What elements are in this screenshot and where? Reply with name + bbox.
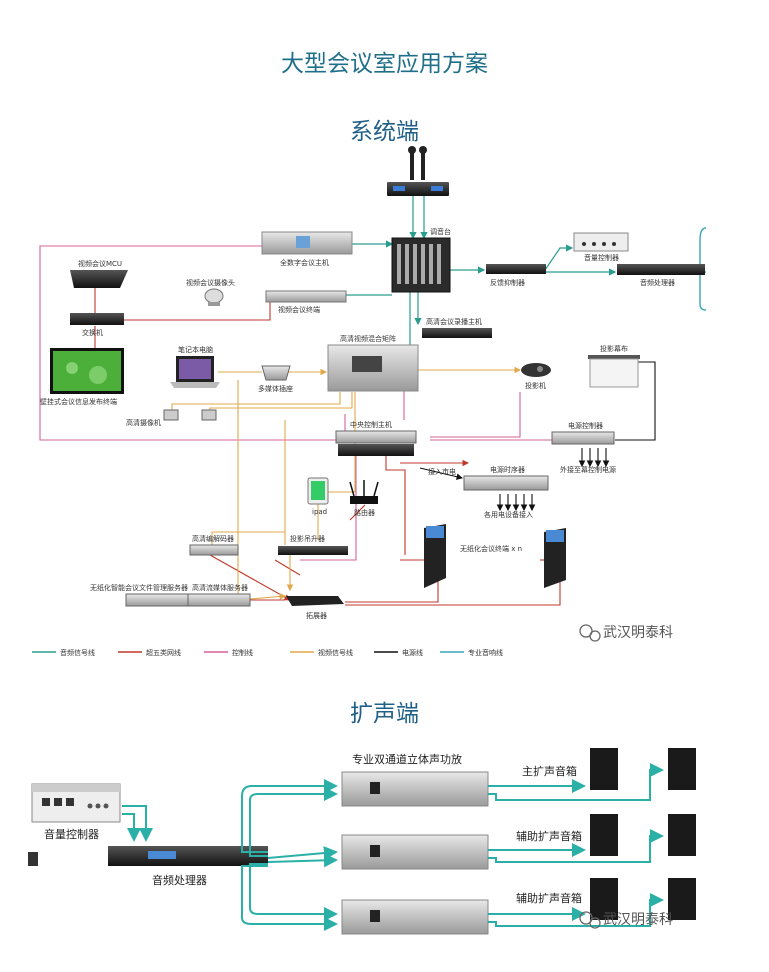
mixer-console	[391, 237, 451, 293]
hd-camera	[163, 409, 217, 421]
speaker	[590, 748, 696, 920]
legend-label: 视频信号线	[318, 648, 353, 657]
conference-camera	[204, 288, 224, 306]
label-digital-host: 全数字会议主机	[280, 258, 329, 267]
paperless-terminal	[424, 524, 566, 588]
label-stream-server: 高清流媒体服务器	[192, 583, 248, 592]
system-section-title: 系统端	[350, 119, 419, 145]
pa-label-audio-proc: 音频处理器	[152, 873, 207, 887]
label-feedback: 反馈抑制器	[490, 278, 525, 287]
ipad	[307, 477, 329, 505]
hd-codec	[189, 544, 239, 556]
audio-processor-sys	[617, 264, 705, 275]
label-central-ctrl: 中央控制主机	[350, 420, 392, 429]
label-mains: 接入市电	[428, 467, 456, 476]
router	[349, 480, 379, 504]
legend-label: 超五类网线	[146, 648, 181, 657]
label-video-terminal: 视频会议终端	[278, 305, 320, 314]
svg-text:武汉明泰科: 武汉明泰科	[603, 912, 673, 928]
pa-section-title: 扩声端	[350, 701, 419, 727]
pa-volume-controller	[28, 783, 121, 866]
volume-controller-sys	[573, 232, 629, 252]
feedback-suppressor	[486, 264, 546, 274]
watermark-pa: 武汉明泰科	[579, 911, 673, 929]
file-server	[125, 593, 189, 607]
label-splitter: 拓展器	[306, 611, 327, 620]
main-title: 大型会议室应用方案	[281, 51, 488, 77]
label-mcu: 视频会议MCU	[78, 259, 122, 268]
label-multimedia: 多媒体插座	[258, 384, 293, 393]
projection-screen	[588, 355, 640, 388]
label-switch: 交换机	[82, 328, 103, 337]
projector	[521, 363, 551, 377]
label-file-server: 无纸化智能会议文件管理服务器	[90, 583, 188, 592]
legend-label: 电源线	[402, 648, 423, 657]
label-matrix: 高清视频混合矩阵	[340, 334, 396, 343]
label-wall-display: 壁挂式会议信息发布终端	[40, 397, 117, 406]
amplifier	[341, 771, 489, 935]
stream-server	[187, 593, 251, 607]
legend-label: 专业音响线	[468, 648, 503, 657]
conference-recorder	[422, 328, 492, 338]
label-conf-camera: 视频会议摄像头	[186, 278, 235, 287]
label-ipad: ipad	[312, 508, 327, 516]
label-decoder: 高清编解码器	[192, 534, 234, 543]
pa-label-aux-spk2: 辅助扩声音箱	[516, 891, 582, 905]
network-switch	[70, 313, 124, 325]
central-control-host	[335, 430, 417, 456]
pa-audio-processor	[108, 846, 268, 866]
wireless-mic-receiver	[387, 146, 449, 196]
label-sequencer: 电源时序器	[490, 465, 525, 474]
legend-label: 音频信号线	[60, 648, 95, 657]
label-power-ctrl: 电源控制器	[568, 421, 603, 430]
label-devices: 各用电设备接入	[484, 510, 533, 519]
label-audio-proc: 音频处理器	[640, 278, 675, 287]
multimedia-socket	[261, 365, 291, 381]
wall-display-terminal	[50, 348, 124, 394]
digital-conference-host	[261, 231, 353, 255]
label-router: 路由器	[354, 508, 375, 517]
laptop	[170, 356, 220, 388]
power-sequencer	[463, 475, 549, 491]
label-recorder: 高清会议录播主机	[426, 317, 482, 326]
power-controller	[551, 431, 615, 445]
label-screen: 投影幕布	[600, 344, 628, 353]
hd-video-matrix	[327, 344, 419, 392]
label-ext-power: 外接至幕控制电源	[560, 465, 616, 474]
pa-label-amp: 专业双通道立体声功放	[352, 752, 462, 766]
svg-text:武汉明泰科: 武汉明泰科	[603, 625, 673, 641]
video-conference-terminal	[265, 290, 347, 303]
label-projector: 投影机	[525, 381, 546, 390]
label-hd-camera: 高清摄像机	[126, 418, 161, 427]
legend-label: 控制线	[232, 648, 253, 657]
label-volume-ctrl: 音量控制器	[584, 253, 619, 262]
label-laptop: 笔记本电脑	[178, 345, 213, 354]
label-mixer: 调音台	[430, 227, 451, 236]
pa-label-volume-ctrl: 音量控制器	[44, 827, 99, 841]
pa-label-main-spk: 主扩声音箱	[522, 764, 577, 778]
legend: 音频信号线 超五类网线 控制线 视频信号线 电源线 专业音响线	[32, 648, 503, 657]
pa-label-aux-spk1: 辅助扩声音箱	[516, 829, 582, 843]
label-paperless: 无纸化会议终端 x n	[460, 544, 522, 553]
video-conference-mcu	[70, 270, 128, 288]
projector-lifter	[278, 546, 348, 555]
splitter-box	[286, 596, 344, 606]
label-lifter: 投影吊升器	[290, 534, 325, 543]
watermark: 武汉明泰科	[579, 624, 673, 642]
